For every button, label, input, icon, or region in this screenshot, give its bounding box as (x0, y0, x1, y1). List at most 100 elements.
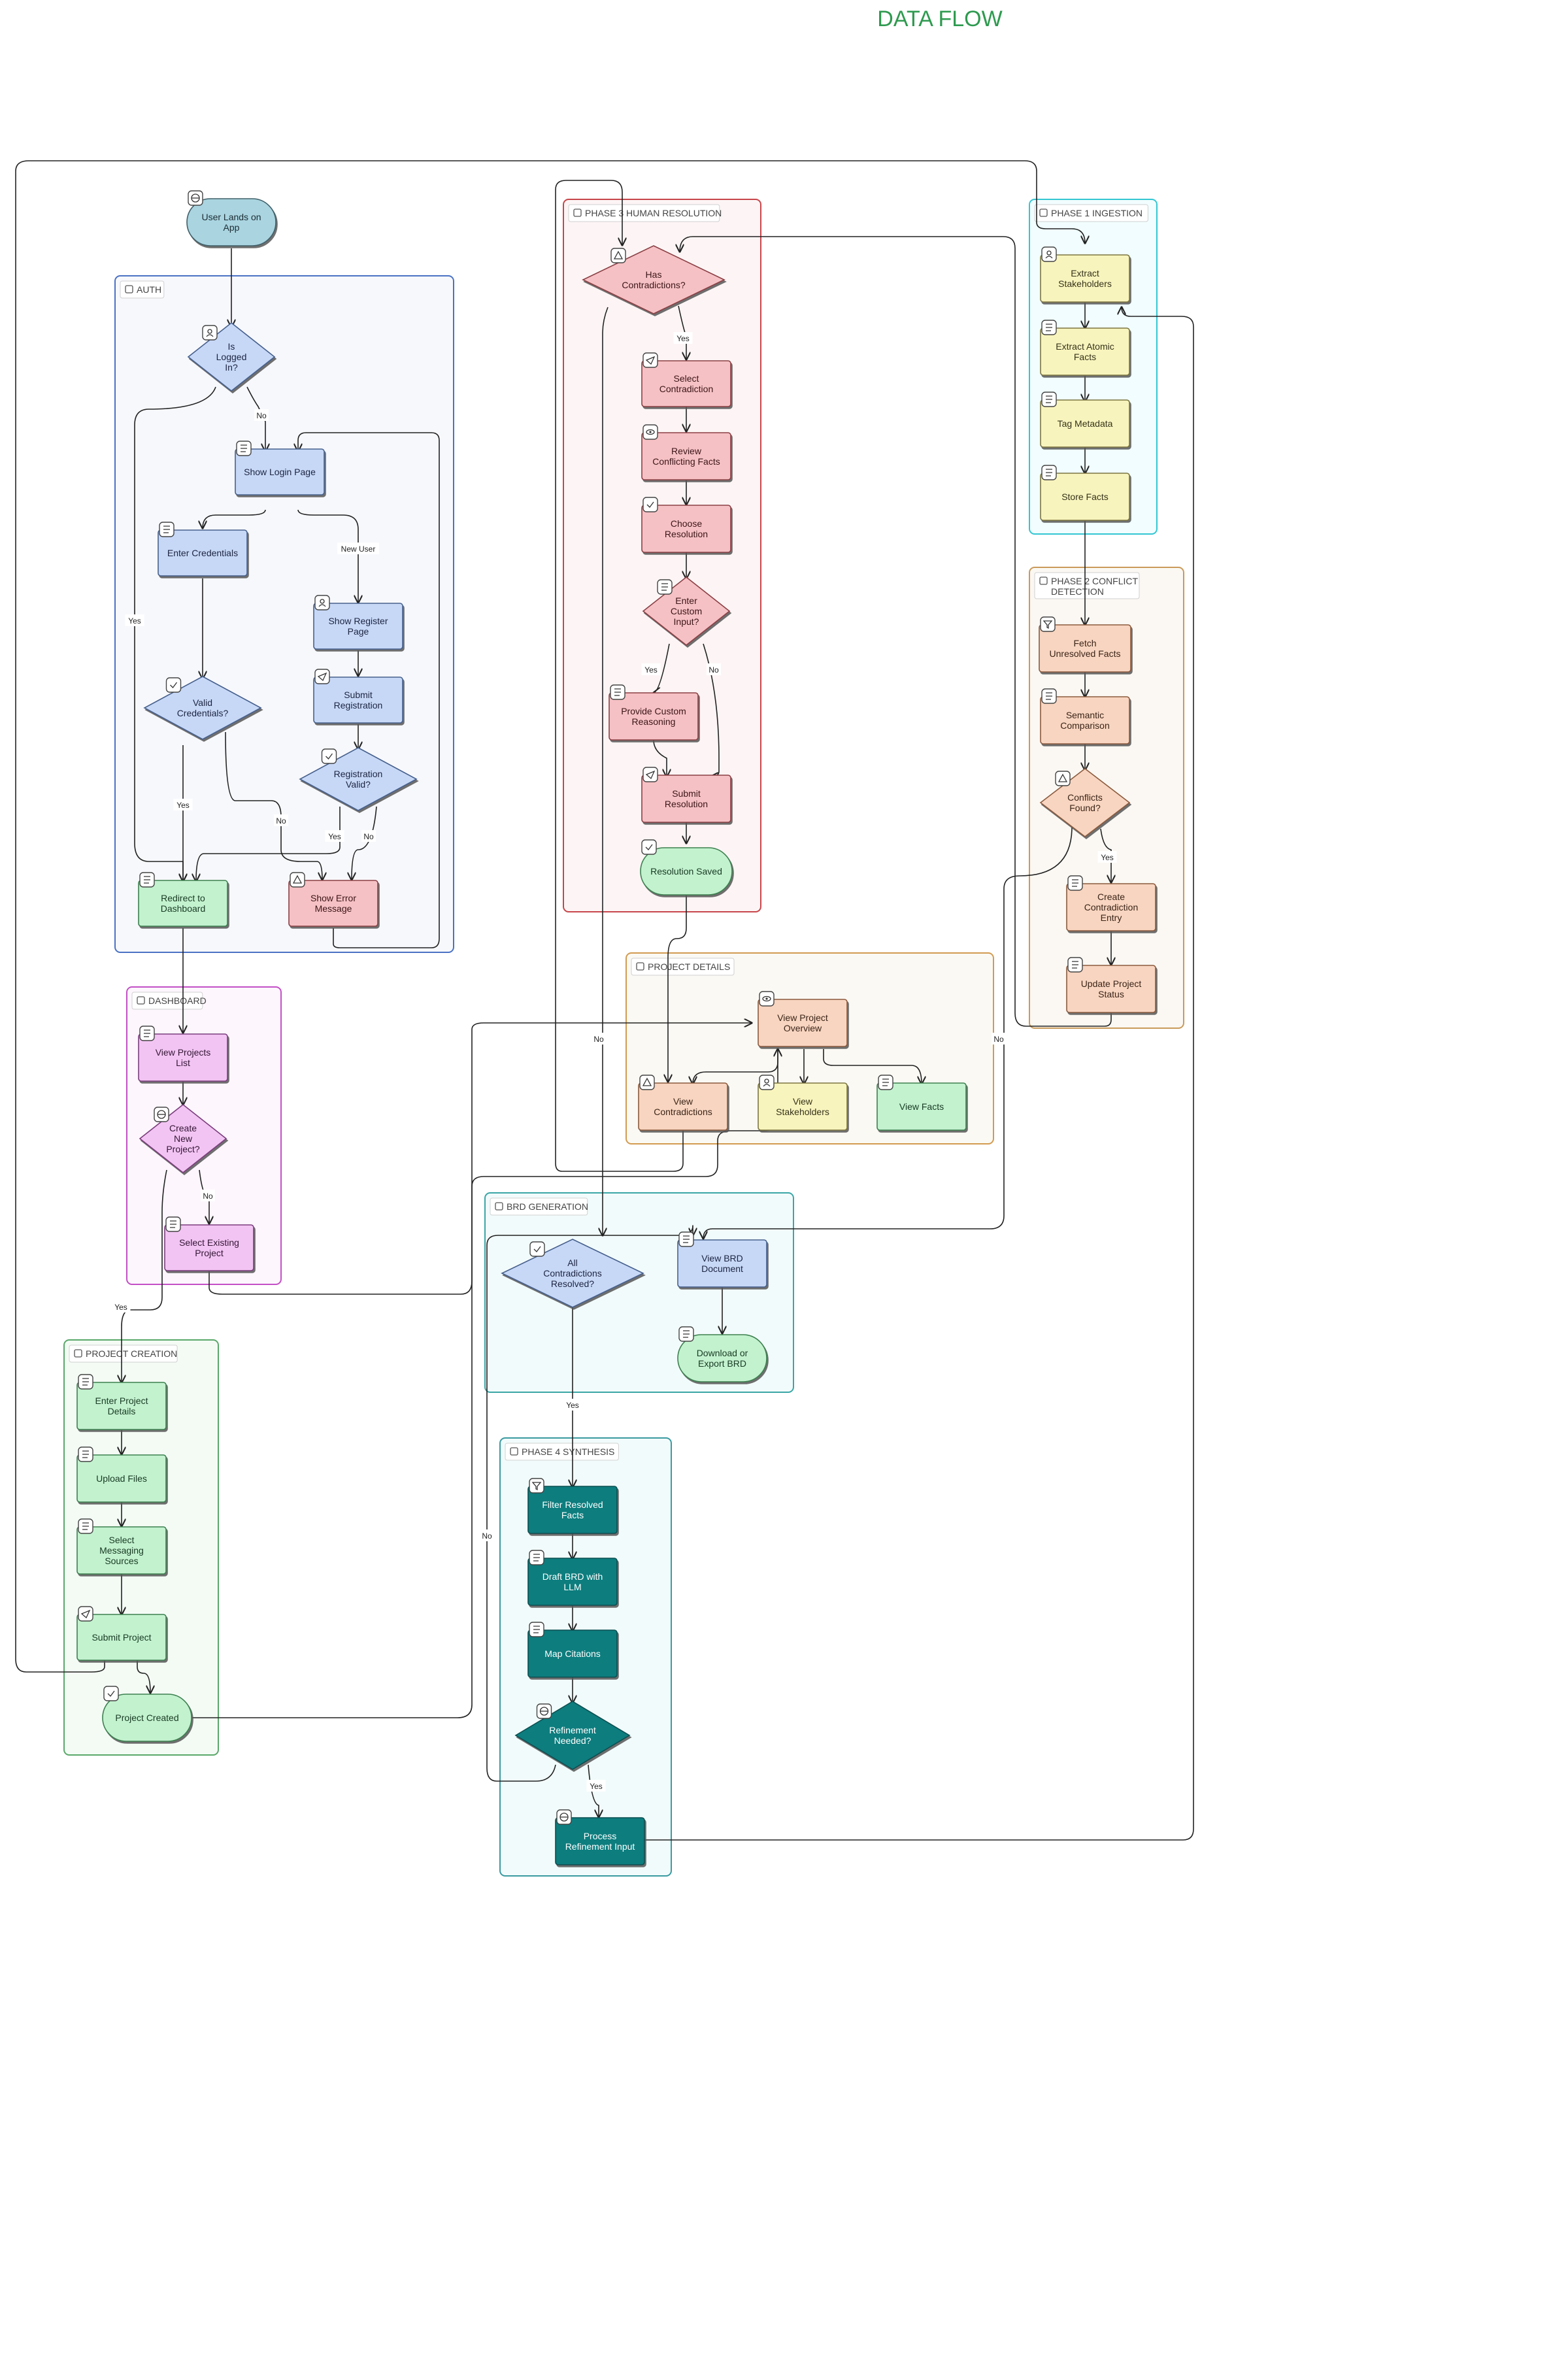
group-label: PROJECT DETAILS (648, 961, 730, 972)
svg-text:Yes: Yes (676, 334, 690, 343)
group-label: BRD GENERATION (507, 1201, 588, 1212)
node-tag-metadata: Tag Metadata (1040, 392, 1130, 448)
send-icon (314, 669, 330, 684)
group-label: PHASE 3 HUMAN RESOLUTION (585, 208, 722, 218)
refresh-icon (536, 1703, 552, 1719)
node-enter-credentials: Enter Credentials (158, 522, 248, 576)
node-label: Store Facts (1061, 492, 1109, 502)
node-label: View Facts (899, 1101, 944, 1112)
edge-select-overview (209, 1023, 752, 1295)
edit-icon (159, 522, 175, 537)
edge-submit-created (137, 1660, 150, 1693)
globe-icon (188, 190, 203, 206)
svg-text:Yes: Yes (644, 665, 658, 675)
edge-label-yes: Yes (641, 663, 661, 675)
edge-label-yes: Yes (563, 1399, 582, 1411)
svg-text:No: No (276, 816, 286, 826)
edge-label-no: No (992, 1033, 1006, 1044)
edge-label-no: No (480, 1529, 494, 1541)
edge-label-yes: Yes (1097, 851, 1117, 863)
node-store-facts: Store Facts (1040, 465, 1130, 521)
refresh-icon (556, 1809, 572, 1825)
alert-triangle-icon (610, 248, 626, 263)
tag-icon (1041, 392, 1057, 407)
svg-text:Yes: Yes (328, 832, 341, 841)
plus-circle-icon (154, 1107, 169, 1122)
group-label: AUTH (137, 284, 161, 295)
svg-text:New User: New User (341, 544, 376, 554)
message-icon (878, 1075, 893, 1090)
message-icon (78, 1518, 93, 1534)
eye-icon (759, 991, 775, 1007)
edge-hascontra-allresolved-no (603, 307, 609, 1235)
filter-icon (1040, 616, 1056, 632)
send-icon (78, 1606, 93, 1622)
edge-label-no: No (592, 1033, 606, 1044)
edge-custom-provide-yes (654, 643, 670, 693)
edge-login-register-newuser (297, 509, 358, 603)
svg-text:Yes: Yes (1101, 853, 1114, 862)
pencil-icon (1067, 957, 1083, 973)
user-plus-icon (314, 595, 330, 610)
node-resolution-saved: Resolution Saved (640, 839, 733, 895)
diagram-title: DATA FLOW (877, 7, 1002, 31)
svg-text:No: No (593, 1035, 604, 1044)
edge-label-no: No (274, 814, 288, 826)
svg-text:No: No (203, 1192, 213, 1201)
user-check-icon (202, 325, 218, 341)
edit-icon (78, 1374, 93, 1390)
edge-regvalid-redirect-yes (196, 807, 341, 881)
group-label-icon (636, 962, 644, 971)
node-submit-project: Submit Project (76, 1606, 167, 1661)
edge-islogged-redirect-yes (134, 386, 216, 881)
edge-label-no: No (254, 409, 269, 421)
save-icon (1041, 465, 1057, 480)
check-circle-icon (641, 839, 657, 855)
node-view-facts: View Facts (876, 1075, 967, 1131)
list-icon (1041, 320, 1057, 335)
edge-login-credentials (203, 509, 266, 528)
pointer-icon (642, 352, 658, 368)
users-icon (1041, 246, 1057, 262)
svg-text:No: No (709, 665, 719, 675)
node-label: Upload Files (96, 1473, 147, 1484)
